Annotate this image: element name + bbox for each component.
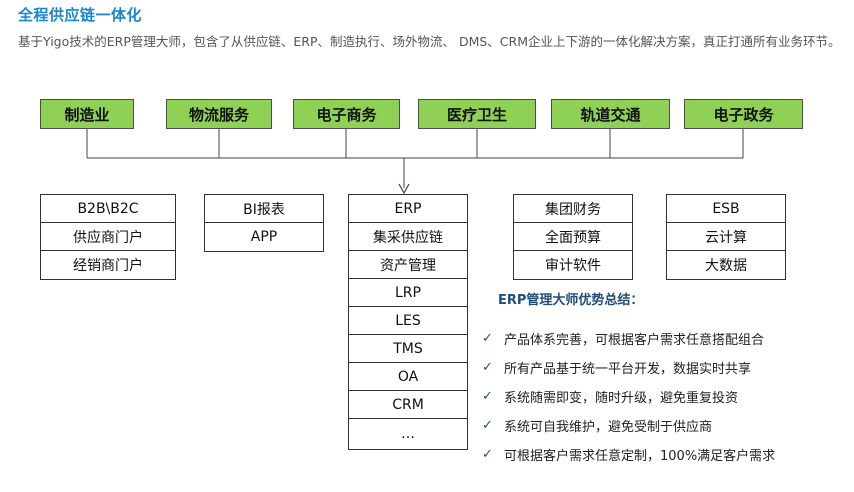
check-icon: ✓ [482,418,493,433]
module-bi-report: BI报表 [205,195,323,223]
check-icon: ✓ [482,389,493,404]
module-crm: CRM [349,391,467,419]
module-asset-management: 资产管理 [349,251,467,279]
industry-healthcare: 医疗卫生 [418,99,536,129]
module-procurement: 集采供应链 [349,223,467,251]
check-icon: ✓ [482,360,493,375]
module-app: APP [250,229,278,245]
arrow-head-icon [398,183,410,195]
module-group-erp: ERP 集采供应链 资产管理 LRP LES TMS OA CRM … [348,194,468,450]
module-more: … [401,426,415,442]
industry-e-government: 电子政务 [684,99,803,129]
advantage-text: 所有产品基于统一平台开发，数据实时共享 [504,362,752,377]
industry-manufacturing: 制造业 [40,99,134,129]
advantage-item: ✓ 产品体系完善，可根据客户需求任意搭配组合 [482,324,775,353]
advantage-item: ✓ 系统随需即变，随时升级，避免重复投资 [482,382,775,411]
module-dealer-portal: 经销商门户 [73,258,143,274]
module-group-esb: ESB 云计算 大数据 [666,194,786,280]
check-icon: ✓ [482,447,493,462]
module-esb: ESB [667,195,785,223]
module-cloud: 云计算 [667,223,785,251]
module-les: LES [349,307,467,335]
advantage-item: ✓ 可根据客户需求任意定制，100%满足客户需求 [482,440,775,469]
advantage-item: ✓ 系统可自我维护，避免受制于供应商 [482,411,775,440]
module-group-bi: BI报表 APP [204,194,324,252]
module-b2b-b2c: B2B\B2C [41,195,175,223]
advantage-text: 系统可自我维护，避免受制于供应商 [504,420,713,435]
module-audit: 审计软件 [545,258,601,274]
module-tms: TMS [349,335,467,363]
advantage-text: 可根据客户需求任意定制，100%满足客户需求 [504,449,776,464]
module-budget: 全面预算 [514,223,632,251]
advantage-list: ✓ 产品体系完善，可根据客户需求任意搭配组合 ✓ 所有产品基于统一平台开发，数据实时… [482,324,775,469]
advantage-item: ✓ 所有产品基于统一平台开发，数据实时共享 [482,353,775,382]
industry-ecommerce: 电子商务 [293,99,400,129]
module-erp: ERP [349,195,467,223]
module-group-b2b: B2B\B2C 供应商门户 经销商门户 [40,194,176,280]
module-group-finance: 集团财务 全面预算 审计软件 [513,194,633,280]
module-oa: OA [349,363,467,391]
intro-text: 基于Yigo技术的ERP管理大师，包含了从供应链、ERP、制造执行、场外物流、 … [18,34,841,49]
module-big-data: 大数据 [705,258,747,274]
industry-logistics: 物流服务 [166,99,272,129]
advantage-text: 系统随需即变，随时升级，避免重复投资 [504,391,739,406]
summary-title: ERP管理大师优势总结： [498,293,644,308]
industry-rail-transit: 轨道交通 [551,99,670,129]
module-group-finance-item: 集团财务 [514,195,632,223]
advantage-text: 产品体系完善，可根据客户需求任意搭配组合 [504,333,765,348]
module-supplier-portal: 供应商门户 [41,223,175,251]
check-icon: ✓ [482,331,493,346]
module-lrp: LRP [349,279,467,307]
page-title: 全程供应链一体化 [18,6,143,24]
